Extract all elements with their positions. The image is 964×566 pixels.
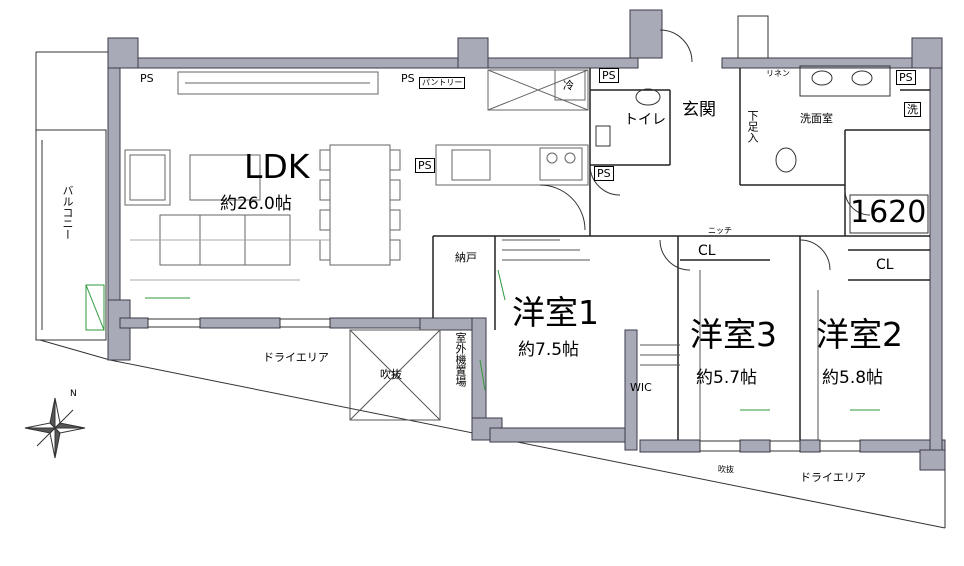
compass-icon [24, 397, 86, 459]
storage-label: 納戸 [455, 251, 477, 264]
ps-label-1: PS [140, 72, 154, 85]
furniture [124, 69, 589, 281]
room3-name: 洋室3 [690, 315, 777, 354]
walls [107, 9, 946, 471]
ps-label-3: PS [599, 68, 619, 83]
doors [539, 29, 871, 271]
ps-label-2: PS [401, 72, 415, 85]
entrance-label: 玄関 [682, 100, 716, 120]
niche-label: ニッチ [708, 226, 732, 235]
balcony-label: バルコニー [61, 185, 74, 240]
bath-size-label: 1620 [850, 195, 927, 230]
ps-label-4: PS [896, 70, 916, 85]
room3-area: 約5.7帖 [696, 368, 758, 388]
compass-north-label: N [70, 389, 77, 399]
toilet-label: トイレ [624, 112, 666, 128]
dry-area-left-label: ドライエリア [263, 351, 329, 364]
ps-label-5: PS [415, 158, 435, 173]
linen-label: リネン [766, 69, 790, 78]
washroom-label: 洗面室 [800, 112, 833, 125]
pantry-label: パントリー [419, 77, 466, 89]
ps-label-6: PS [594, 166, 614, 181]
fridge-label: 冷 [563, 79, 574, 92]
cl-label-room3: CL [698, 243, 716, 259]
void-small-label: 吹抜 [718, 465, 734, 474]
dry-area-right-label: ドライエリア [800, 471, 866, 484]
room2-name: 洋室2 [816, 315, 903, 354]
fixtures [595, 65, 929, 234]
partitions [432, 68, 930, 440]
outdoor-unit-label: 室外機置場 [454, 332, 467, 387]
room1-name: 洋室1 [512, 293, 599, 332]
cl-label-room2: CL [876, 257, 894, 273]
room2-area: 約5.8帖 [822, 368, 884, 388]
wic-label: WIC [630, 381, 652, 394]
stair-lines [349, 239, 819, 440]
washer-label: 洗 [904, 102, 921, 117]
shoe-box-label: 下足入 [746, 110, 759, 143]
ldk-name: LDK [244, 147, 310, 186]
room1-area: 約7.5帖 [518, 340, 580, 360]
windows [147, 15, 861, 452]
void-left-label: 吹抜 [380, 368, 402, 381]
balcony [35, 129, 107, 341]
green-marks [85, 269, 880, 411]
ldk-area: 約26.0帖 [220, 194, 292, 214]
